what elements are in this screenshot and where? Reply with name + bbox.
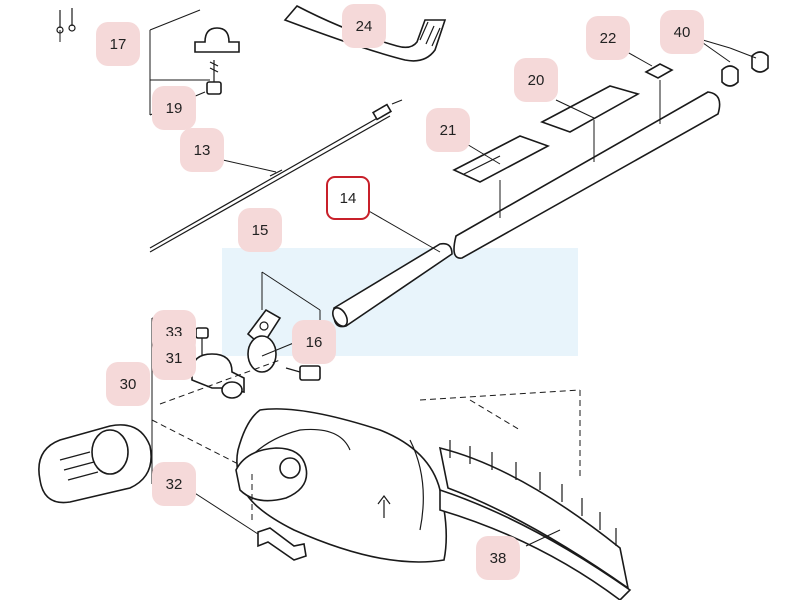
callout-16: 16 [292,320,336,364]
callout-20: 20 [514,58,558,102]
callout-32: 32 [152,462,196,506]
small-bolts-top-left [56,8,76,42]
watermark-overlay [222,248,578,356]
callout-15: 15 [238,208,282,252]
gear-head-30 [38,359,281,504]
clamp-assembly-15-16 [246,271,321,381]
pipe-14 [331,209,453,328]
main-shaft-pipe [453,80,721,259]
guard [235,408,448,563]
callout-31: 31 [152,336,196,380]
clamp-31-bolt-33 [151,317,245,399]
callout-14-highlighted: 14 [326,176,370,220]
callout-17: 17 [96,22,140,66]
callout-21: 21 [426,108,470,152]
callout-24: 24 [342,4,386,48]
callout-38: 38 [476,536,520,580]
flex-shaft-13 [149,99,403,253]
bracket-32 [151,470,307,561]
callout-13: 13 [180,128,224,172]
callout-22: 22 [586,16,630,60]
label-sheet-20 [540,85,641,133]
callout-19: 19 [152,86,196,130]
callout-40: 40 [660,10,704,54]
bracket-17 [149,9,240,115]
skirt-38 [419,389,632,600]
callout-30: 30 [106,362,150,406]
clamps-40 [695,37,769,87]
